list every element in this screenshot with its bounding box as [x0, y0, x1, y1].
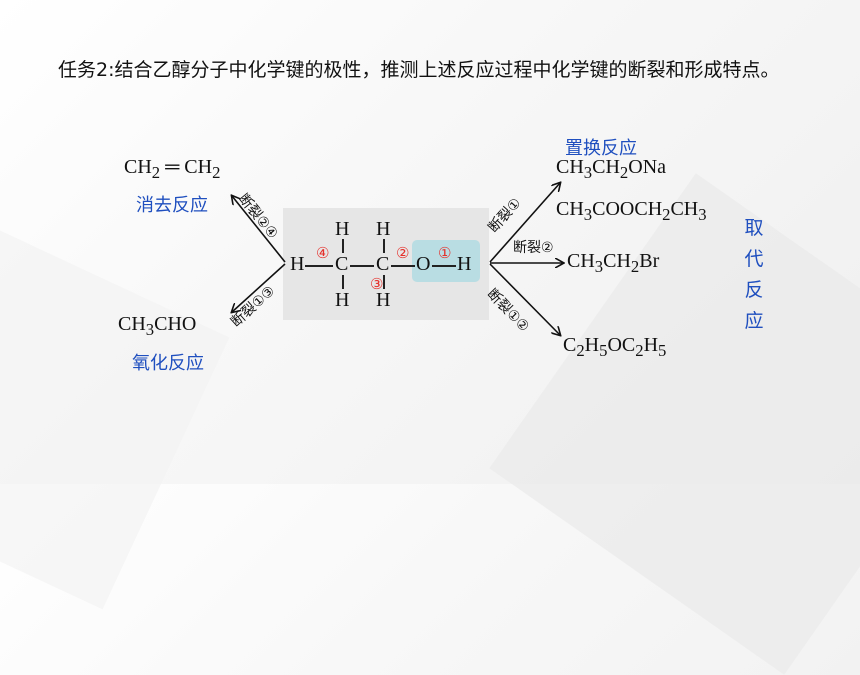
bond-c1-h-top — [342, 239, 344, 253]
break-label-bromination: 断裂② — [513, 240, 554, 256]
atom-h-bottom1: H — [335, 289, 350, 311]
bond-number-3: ③ — [370, 275, 384, 293]
bond-c1-c2 — [350, 265, 374, 267]
bond-h-c1 — [305, 265, 333, 267]
arrow-displacement — [489, 183, 560, 263]
bond-c1-h-bottom — [342, 275, 344, 289]
bond-number-4: ④ — [316, 244, 330, 262]
product-bromoethane: CH3CH2Br — [567, 250, 660, 276]
atom-c1: C — [335, 253, 349, 275]
atom-h-top2: H — [376, 218, 391, 240]
atom-h-top1: H — [335, 218, 350, 240]
bond-number-1: ① — [438, 244, 452, 262]
arrow-etherification — [489, 263, 560, 335]
label-elimination: 消去反应 — [136, 195, 208, 216]
reaction-arrows — [0, 0, 860, 484]
product-sodium-ethoxide: CH3CH2ONa — [556, 156, 667, 182]
product-diethyl-ether: C2H5OC2H5 — [563, 334, 667, 360]
atom-c2: C — [376, 253, 390, 275]
arrow-elimination — [232, 196, 286, 263]
product-acetaldehyde: CH3CHO — [118, 313, 197, 339]
atom-o: O — [416, 253, 431, 275]
hydroxyl-highlight — [412, 240, 480, 282]
label-displacement: 置换反应 — [565, 138, 637, 159]
atom-h-bottom2: H — [376, 289, 391, 311]
label-oxidation: 氧化反应 — [132, 353, 204, 374]
bond-c2-h-top — [383, 239, 385, 253]
atom-h-left: H — [290, 253, 305, 275]
bond-c2-o — [391, 265, 415, 267]
bond-o-h — [432, 265, 456, 267]
bond-c2-h-bottom — [383, 275, 385, 289]
product-ethylene: CH2 ═ CH2 — [124, 156, 221, 182]
bond-number-2: ② — [396, 244, 410, 262]
atom-h-right: H — [457, 253, 472, 275]
arrow-oxidation — [232, 263, 286, 312]
task-text: 任务2:结合乙醇分子中化学键的极性，推测上述反应过程中化学键的断裂和形成特点。 — [58, 59, 780, 81]
product-ethyl-acetate: CH3COOCH2CH3 — [556, 198, 707, 224]
label-substitution: 取 代 反 应 — [744, 217, 764, 332]
